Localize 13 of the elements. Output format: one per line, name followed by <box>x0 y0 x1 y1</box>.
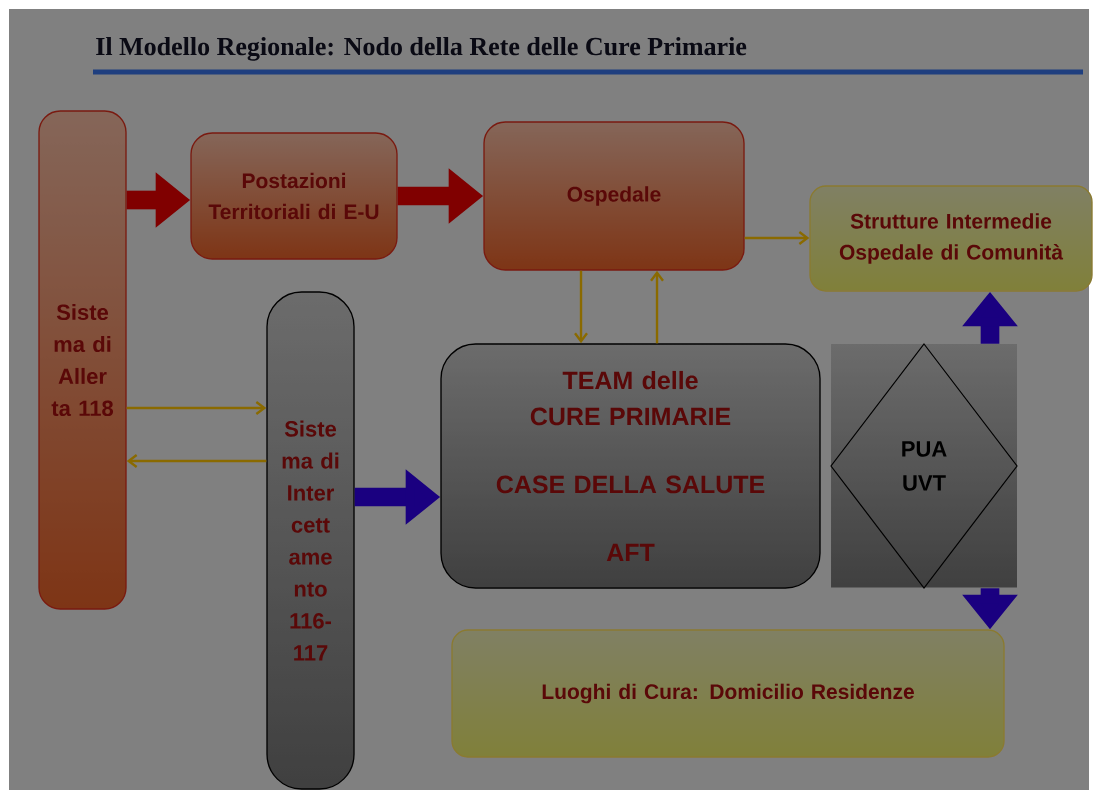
process-box: Postazioni Territoriali di E-U <box>190 132 398 260</box>
process-box: TEAM delle CURE PRIMARIE CASE DELLA SALUTE AFT <box>440 343 821 589</box>
arrow <box>650 270 664 344</box>
process-box: Luoghi di Cura: Domicilio Residenze <box>451 629 1005 758</box>
arrow <box>744 231 810 245</box>
title: Il Modello Regionale: Nodo della Rete delle Cure Primarie <box>96 36 747 61</box>
process-box: Siste ma di Inter cett ame nto 116- 117 <box>266 291 355 790</box>
arrow <box>126 454 267 468</box>
arrow <box>126 401 267 415</box>
process-box: Strutture Intermedie Ospedale di Comunità <box>809 185 1093 292</box>
process-box: Ospedale <box>483 121 745 271</box>
arrow <box>574 270 588 344</box>
process-box: Siste ma di Aller ta 118 <box>38 110 127 610</box>
